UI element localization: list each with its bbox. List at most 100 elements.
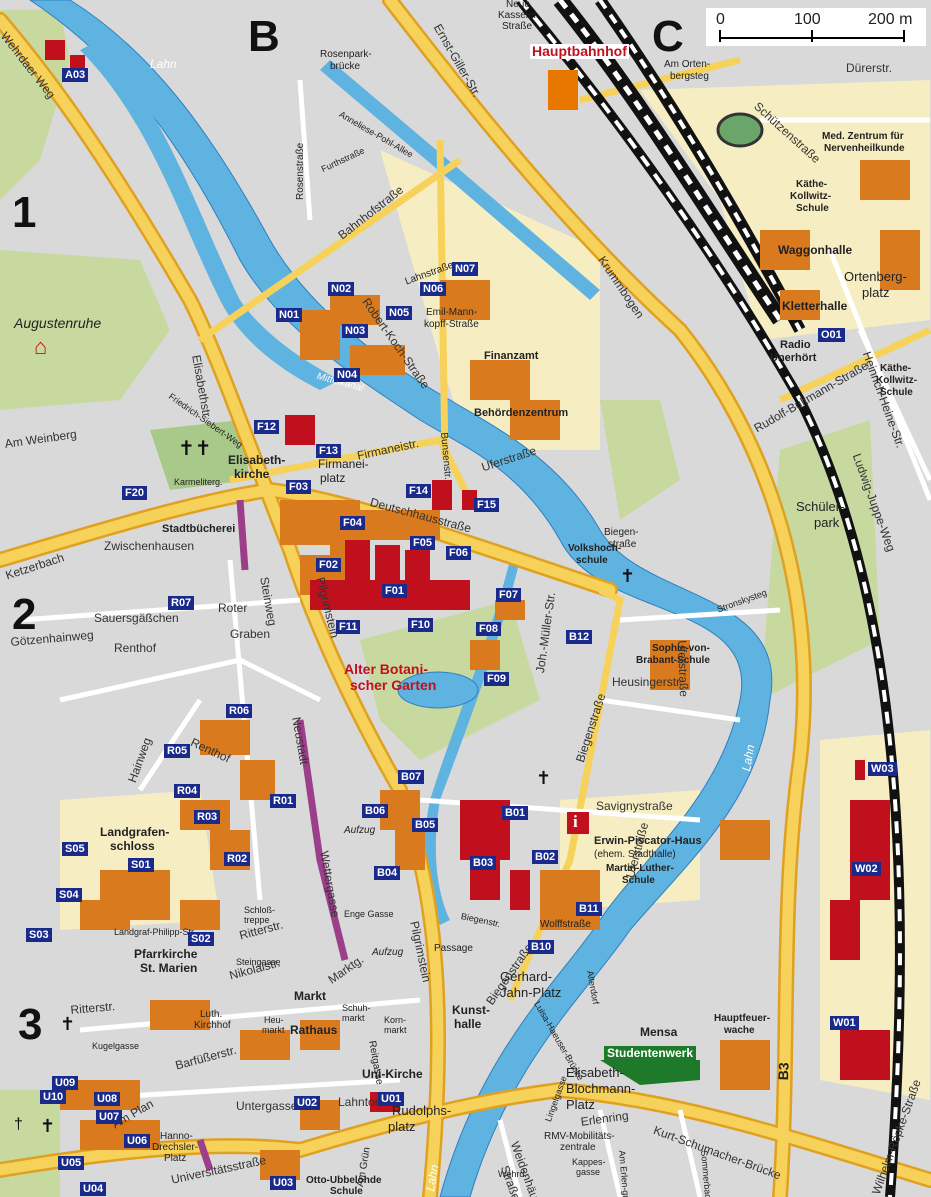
- building-code-f02[interactable]: F02: [316, 558, 341, 572]
- building-code-f15[interactable]: F15: [474, 498, 499, 512]
- building-code-s03[interactable]: S03: [26, 928, 52, 942]
- building-code-f20[interactable]: F20: [122, 486, 147, 500]
- grid-row-3: 3: [18, 1000, 43, 1049]
- church-icon: ✝✝: [178, 438, 212, 460]
- building-code-b03[interactable]: B03: [470, 856, 497, 870]
- street-emil-mannkopff-2: kopff-Straße: [424, 319, 479, 330]
- building-code-f13[interactable]: F13: [316, 444, 341, 458]
- building-code-s05[interactable]: S05: [62, 842, 88, 856]
- building-code-n04[interactable]: N04: [334, 368, 361, 382]
- street-b3: B3: [775, 1062, 792, 1081]
- building-code-u02[interactable]: U02: [294, 1096, 321, 1110]
- building-code-w01[interactable]: W01: [830, 1016, 859, 1030]
- building-code-r05[interactable]: R05: [164, 744, 191, 758]
- building-code-b10[interactable]: B10: [528, 940, 555, 954]
- label-rathaus: Rathaus: [290, 1023, 338, 1037]
- building-code-r04[interactable]: R04: [174, 784, 201, 798]
- building-code-n03[interactable]: N03: [342, 324, 369, 338]
- building-code-u06[interactable]: U06: [124, 1134, 151, 1148]
- building-code-f05[interactable]: F05: [410, 536, 435, 550]
- street-schuhmarkt-2: markt: [342, 1013, 365, 1023]
- building-code-b06[interactable]: B06: [362, 804, 389, 818]
- label-sophie-1: Sophie-von-: [652, 643, 710, 654]
- building-code-b07[interactable]: B07: [398, 770, 425, 784]
- street-lahn-top: Lahn: [150, 57, 177, 71]
- label-kletterhalle: Kletterhalle: [782, 299, 848, 313]
- building-code-f09[interactable]: F09: [484, 672, 509, 686]
- building-code-f06[interactable]: F06: [446, 546, 471, 560]
- building-code-u05[interactable]: U05: [58, 1156, 85, 1170]
- building-code-n06[interactable]: N06: [420, 282, 447, 296]
- label-markt: Markt: [294, 989, 327, 1003]
- building-code-b02[interactable]: B02: [532, 850, 559, 864]
- building-code-b12[interactable]: B12: [566, 630, 593, 644]
- label-schuelerpark-2: park: [814, 515, 840, 530]
- building-code-f10[interactable]: F10: [408, 618, 433, 632]
- label-kaethe-schule-b2: Kollwitz-: [876, 375, 918, 386]
- building-code-w02[interactable]: W02: [852, 862, 881, 876]
- building-code-s04[interactable]: S04: [56, 888, 82, 902]
- label-erwin-piscator: Erwin-Piscator-Haus: [594, 835, 702, 847]
- label-rmv-2: zentrale: [560, 1142, 596, 1153]
- street-roter-graben-2: Graben: [230, 627, 271, 641]
- building-code-f08[interactable]: F08: [476, 622, 501, 636]
- label-alter-garten-2: scher Garten: [350, 677, 437, 693]
- building-code-s02[interactable]: S02: [188, 932, 214, 946]
- building-code-r06[interactable]: R06: [226, 704, 253, 718]
- building-code-u01[interactable]: U01: [378, 1092, 405, 1106]
- building-code-o01[interactable]: O01: [818, 328, 845, 342]
- label-landgrafenschloss-1: Landgrafen-: [100, 825, 170, 839]
- building-code-r03[interactable]: R03: [194, 810, 221, 824]
- street-emil-mannkopff-1: Emil-Mann-: [426, 307, 478, 318]
- building-code-r01[interactable]: R01: [270, 794, 297, 808]
- building-code-f12[interactable]: F12: [254, 420, 279, 434]
- building-code-b05[interactable]: B05: [412, 818, 439, 832]
- label-volkshochschule-2: schule: [576, 555, 608, 566]
- building-code-f07[interactable]: F07: [496, 588, 521, 602]
- street-sauersgaesschen: Sauersgäßchen: [94, 611, 179, 625]
- building-code-f14[interactable]: F14: [406, 484, 431, 498]
- label-ortenbergplatz-1: Ortenberg-: [844, 269, 907, 284]
- label-pfarrkirche-1: Pfarrkirche: [134, 947, 198, 961]
- street-untergasse: Untergasse: [236, 1099, 298, 1113]
- label-schuelerpark-1: Schüler-: [796, 499, 845, 514]
- building-code-b01[interactable]: B01: [502, 806, 529, 820]
- building-code-f01[interactable]: F01: [382, 584, 407, 598]
- building-code-f11[interactable]: F11: [336, 620, 361, 634]
- building-code-w03[interactable]: W03: [868, 762, 897, 776]
- building-code-n05[interactable]: N05: [386, 306, 413, 320]
- label-hauptbahnhof: Hauptbahnhof: [530, 43, 629, 59]
- grid-row-1: 1: [12, 188, 37, 237]
- building-code-u03[interactable]: U03: [270, 1176, 297, 1190]
- label-stadthalle: (ehem. Stadthalle): [594, 849, 676, 860]
- street-heusingerstr: Heusingerstr.: [612, 675, 683, 689]
- street-karmeliterg: Karmeliterg.: [174, 477, 223, 487]
- building-code-u08[interactable]: U08: [94, 1092, 121, 1106]
- building-code-s01[interactable]: S01: [128, 858, 154, 872]
- label-kaethe-schule-b1: Käthe-: [880, 363, 912, 374]
- label-rudolphsplatz-1: Rudolphs-: [392, 1103, 452, 1118]
- grid-col-c: C: [652, 12, 684, 61]
- street-am-ortenbergsteg-2: bergsteg: [670, 71, 709, 82]
- building-code-b11[interactable]: B11: [576, 902, 602, 916]
- street-zwischenhausen: Zwischenhausen: [104, 539, 195, 553]
- label-hanno-2: Drechsler-: [152, 1142, 199, 1153]
- building-code-r07[interactable]: R07: [168, 596, 195, 610]
- building-code-n01[interactable]: N01: [276, 308, 303, 322]
- building-code-u07[interactable]: U07: [96, 1110, 123, 1124]
- building-code-r02[interactable]: R02: [224, 852, 251, 866]
- building-code-u10[interactable]: U10: [40, 1090, 67, 1104]
- label-otto-ubbelohde-1: Otto-Ubbelohde: [306, 1175, 382, 1186]
- building-code-a03[interactable]: A03: [62, 68, 89, 82]
- label-radio-1: Radio: [780, 339, 811, 351]
- building-code-n02[interactable]: N02: [328, 282, 355, 296]
- street-schuhmarkt-1: Schuh-: [342, 1003, 371, 1013]
- building-code-u09[interactable]: U09: [52, 1076, 79, 1090]
- building-code-f03[interactable]: F03: [286, 480, 311, 494]
- building-code-u04[interactable]: U04: [80, 1182, 107, 1196]
- building-code-b04[interactable]: B04: [374, 866, 401, 880]
- label-firmaneiplatz-1: Firmanei-: [318, 457, 369, 471]
- building-code-f04[interactable]: F04: [340, 516, 365, 530]
- building-code-n07[interactable]: N07: [452, 262, 479, 276]
